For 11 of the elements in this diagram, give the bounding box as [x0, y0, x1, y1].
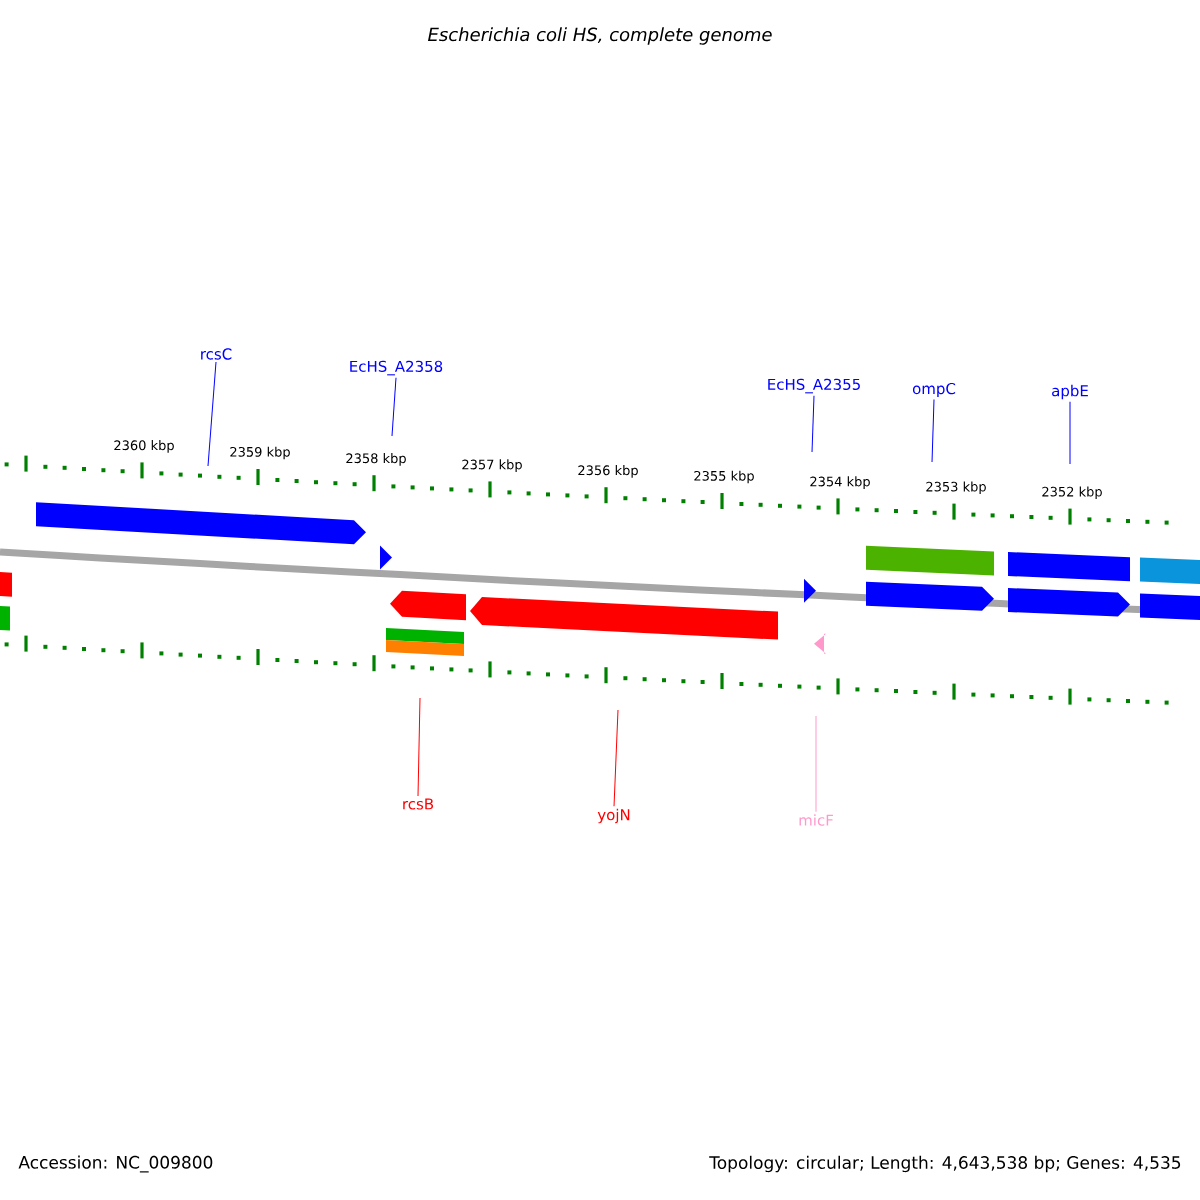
- title: Escherichia coli HS, complete genome: [428, 27, 772, 45]
- leader-line: [613, 709, 619, 807]
- footer-text: Topology: circular; Length: 4,643,538 bp; Genes: 4,535: [709, 1155, 1181, 1173]
- footer-text: Accession: NC_009800: [18, 1155, 213, 1173]
- leader-line: [931, 399, 935, 463]
- leader-line: [811, 395, 815, 453]
- leader-line: [1069, 401, 1071, 465]
- leader-line: [417, 697, 421, 797]
- leader-line: [815, 715, 817, 813]
- leader-line: [207, 361, 217, 467]
- leader-line: [391, 377, 397, 437]
